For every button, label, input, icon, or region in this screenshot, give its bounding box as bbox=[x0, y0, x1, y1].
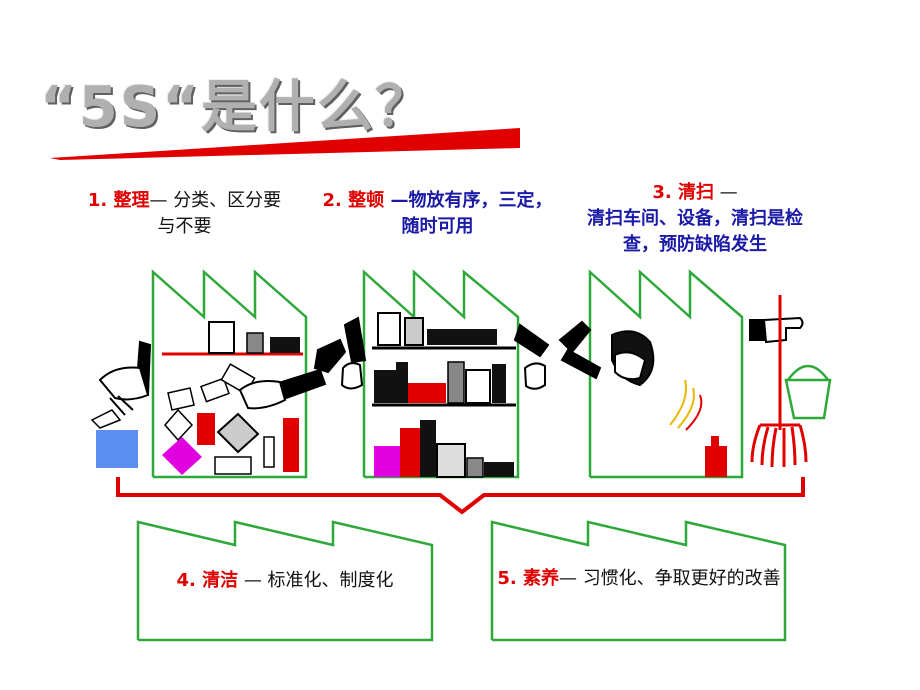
step-5-label: 5. 素养 bbox=[497, 568, 559, 589]
title-underline bbox=[50, 128, 520, 160]
hand-icon bbox=[340, 316, 367, 390]
step-5-dash: — bbox=[558, 568, 583, 589]
step-2-label: 2. 整顿 bbox=[322, 190, 385, 211]
step-5-caption: 5. 素养— 习惯化、争取更好的改善 bbox=[494, 566, 784, 592]
step-5-desc: 习惯化、争取更好的改善 bbox=[582, 568, 781, 589]
step-2-caption: 2. 整顿 —物放有序，三定，随时可用 bbox=[315, 188, 560, 240]
broom-icon bbox=[750, 295, 808, 468]
factory-1 bbox=[151, 269, 308, 479]
hand-icon bbox=[238, 338, 347, 410]
step-3-label: 3. 清扫 bbox=[652, 182, 714, 203]
step-1-desc: 分类、区分要与不要 bbox=[157, 190, 282, 237]
step-3-dash: — bbox=[713, 182, 738, 203]
factory-3 bbox=[588, 269, 744, 479]
bottle-icon bbox=[705, 436, 727, 477]
step-1-label: 1. 整理 bbox=[87, 190, 150, 211]
step-3-desc: 清扫车间、设备，清扫是检查，预防缺陷发生 bbox=[587, 208, 803, 255]
step-3-caption: 3. 清扫 — 清扫车间、设备，清扫是检查，预防缺陷发生 bbox=[575, 180, 815, 258]
hand-icon bbox=[558, 320, 655, 387]
step-4-label: 4. 清洁 bbox=[176, 570, 239, 591]
factory-1-contents bbox=[162, 321, 303, 475]
connector-bracket bbox=[116, 477, 805, 515]
step-4-caption: 4. 清洁 — 标准化、制度化 bbox=[140, 568, 430, 594]
factory-5 bbox=[490, 520, 787, 642]
blue-box bbox=[96, 430, 138, 468]
bucket-icon bbox=[784, 364, 832, 420]
hand-icon bbox=[513, 323, 550, 390]
factory-2-contents bbox=[372, 312, 516, 478]
step-1-dash: — bbox=[149, 190, 174, 211]
page-title: “5S“是什么？ bbox=[40, 75, 433, 140]
factory-4 bbox=[136, 520, 434, 642]
step-2-dash: — bbox=[384, 190, 409, 211]
step-2-desc: 物放有序，三定，随时可用 bbox=[401, 190, 553, 237]
factory-2 bbox=[362, 269, 520, 479]
step-4-desc: 标准化、制度化 bbox=[267, 570, 394, 591]
motion-lines bbox=[669, 379, 703, 431]
step-4-dash: — bbox=[238, 570, 268, 591]
step-1-caption: 1. 整理— 分类、区分要与不要 bbox=[82, 188, 287, 240]
hand-icon bbox=[98, 340, 152, 416]
pointing-hand-icon bbox=[749, 316, 804, 344]
